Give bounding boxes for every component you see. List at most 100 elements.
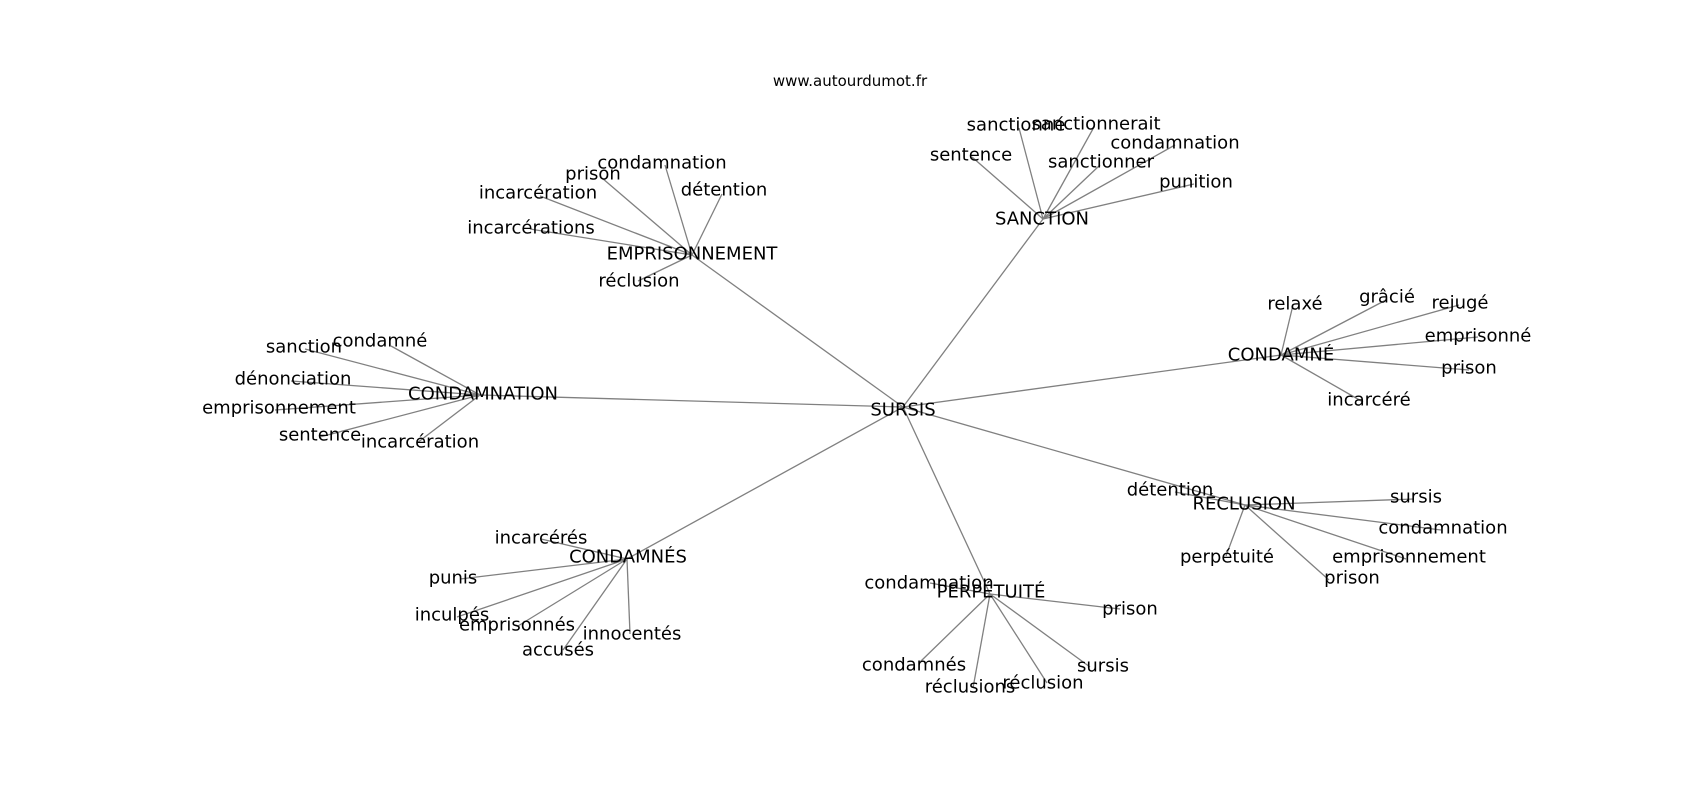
leaf-label-emprisonnement-incarcerations: incarcérations <box>467 218 595 239</box>
hub-label-condamnes: CONDAMNÉS <box>569 546 687 568</box>
leaf-label-reclusion-prison: prison <box>1324 568 1380 589</box>
edge-condamnes-incarceres <box>540 538 628 560</box>
leaf-label-perpetuite-sursis: sursis <box>1077 656 1129 677</box>
leaf-label-condamnes-accuses: accusés <box>522 640 594 661</box>
leaf-label-condamne-incarcere: incarcéré <box>1327 390 1410 411</box>
leaf-label-emprisonnement-detention: détention <box>681 180 768 201</box>
edge-condamne-emprisonne <box>1280 336 1479 356</box>
edge-perpetuite-reclusion <box>989 593 1048 684</box>
edge-condamne-prison <box>1280 354 1470 371</box>
leaf-label-sanction-sanctionnerait: sanctionnerait <box>1031 114 1160 135</box>
edge-condamnation-sanction <box>304 348 481 396</box>
edge-sanction-sanctionnerait <box>1042 126 1095 220</box>
edge-reclusion-condamnation <box>1244 504 1442 531</box>
edge-condamnes-accuses <box>562 558 628 651</box>
edge-reclusion-emprisonnement <box>1244 504 1407 560</box>
edge-root-sanction <box>902 218 1044 408</box>
leaf-label-condamnes-emprisonnes: emprisonnés <box>459 615 575 636</box>
leaf-label-condamnation-emprisonnement: emprisonnement <box>202 398 356 419</box>
leaf-label-condamnation-condamne: condamné <box>333 331 428 352</box>
edge-condamnation-sentence <box>319 394 481 438</box>
edge-condamnation-denonciation <box>290 380 481 396</box>
edge-condamnes-inculpes <box>456 558 628 618</box>
edge-sanction-punition <box>1042 183 1195 220</box>
edge-condamne-incarcere <box>1280 354 1364 403</box>
leaf-label-perpetuite-condamnes: condamnés <box>862 655 966 676</box>
leaf-label-reclusion-perpetuite: perpétuité <box>1180 547 1274 568</box>
edge-condamnation-emprisonnement <box>274 394 481 411</box>
leaf-label-reclusion-emprisonnement: emprisonnement <box>1332 547 1486 568</box>
edge-condamnation-condamne <box>390 345 481 396</box>
leaf-label-condamne-gracie: grâcié <box>1359 287 1415 308</box>
leaf-label-condamnation-incarceration: incarcération <box>361 432 479 453</box>
edge-reclusion-prison <box>1244 504 1330 581</box>
edge-root-condamnation <box>479 394 904 408</box>
leaf-label-condamnation-sanction: sanction <box>266 337 342 358</box>
leaf-label-condamnes-innocentes: innocentés <box>583 624 682 645</box>
hub-label-condamnation: CONDAMNATION <box>408 384 558 405</box>
edge-root-perpetuite <box>902 406 991 595</box>
leaf-label-emprisonnement-condamnation: condamnation <box>597 153 726 174</box>
edge-sanction-sanctionne <box>1018 127 1044 220</box>
edge-root-reclusion <box>902 406 1246 506</box>
leaf-label-sanction-sanctionne: sanctionné <box>967 115 1066 136</box>
hub-label-sanction: SANCTION <box>995 209 1089 230</box>
edge-emprisonnement-prison <box>601 177 693 256</box>
leaf-label-condamnes-punis: punis <box>429 568 478 589</box>
edge-perpetuite-condamnes <box>919 593 991 663</box>
site-url-label: www.autourdumot.fr <box>772 72 928 90</box>
edge-root-condamnes <box>626 406 904 560</box>
edge-perpetuite-prison <box>989 593 1121 610</box>
leaf-label-condamnation-denonciation: dénonciation <box>235 369 352 390</box>
hub-label-emprisonnement: EMPRISONNEMENT <box>607 244 779 265</box>
edge-reclusion-perpetuite <box>1225 504 1246 557</box>
edge-condamnes-emprisonnes <box>517 558 628 627</box>
leaf-label-reclusion-sursis: sursis <box>1390 487 1442 508</box>
edge-perpetuite-sursis <box>989 593 1091 668</box>
edge-perpetuite-reclusions <box>972 593 991 689</box>
hub-label-perpetuite: PERPÉTUITÉ <box>937 581 1046 603</box>
edge-emprisonnement-reclusion <box>637 254 693 282</box>
edge-sanction-condamnation <box>1042 144 1176 220</box>
edge-condamne-rejuge <box>1280 304 1460 356</box>
edge-emprisonnement-incarcerations <box>529 228 693 256</box>
leaf-label-condamne-emprisonne: emprisonné <box>1425 326 1532 347</box>
edge-root-condamne <box>902 354 1282 408</box>
edge-emprisonnement-incarceration <box>539 195 693 256</box>
edge-condamne-gracie <box>1280 299 1387 356</box>
leaf-label-sanction-condamnation: condamnation <box>1110 133 1239 154</box>
edge-condamnes-innocentes <box>626 558 631 635</box>
edge-sanction-sentence <box>971 156 1044 220</box>
leaf-label-perpetuite-reclusion: réclusion <box>1002 673 1083 694</box>
leaf-label-condamnes-inculpes: inculpés <box>415 605 490 626</box>
leaf-label-sanction-sanctionner: sanctionner <box>1048 152 1155 173</box>
leaf-label-perpetuite-reclusions: réclusions <box>925 677 1016 698</box>
edge-emprisonnement-detention <box>691 193 723 256</box>
hub-label-reclusion: RÉCLUSION <box>1192 493 1295 515</box>
edge-emprisonnement-condamnation <box>664 164 693 256</box>
leaf-label-condamne-rejuge: rejugé <box>1432 293 1489 314</box>
hub-label-condamne: CONDAMNÉ <box>1228 344 1334 366</box>
edge-root-emprisonnement <box>691 254 904 408</box>
leaf-label-reclusion-detention: détention <box>1127 480 1214 501</box>
edge-perpetuite-condamnation <box>929 582 991 595</box>
edge-reclusion-detention <box>1174 491 1246 506</box>
leaf-label-reclusion-condamnation: condamnation <box>1378 518 1507 539</box>
leaf-label-condamnes-incarceres: incarcérés <box>495 528 588 549</box>
leaf-label-emprisonnement-prison: prison <box>565 164 621 185</box>
edge-condamnes-punis <box>459 558 628 580</box>
edge-condamnation-incarceration <box>416 394 481 444</box>
leaf-label-sanction-sentence: sentence <box>930 145 1012 166</box>
leaf-label-perpetuite-condamnation: condamnation <box>864 573 993 594</box>
edge-condamne-relaxe <box>1280 304 1294 356</box>
leaf-label-emprisonnement-reclusion: réclusion <box>598 271 679 292</box>
leaf-label-condamne-relaxe: relaxé <box>1267 294 1322 315</box>
leaf-label-sanction-punition: punition <box>1159 172 1233 193</box>
edge-reclusion-sursis <box>1244 498 1415 506</box>
edge-sanction-sanctionner <box>1042 164 1101 220</box>
leaf-label-condamne-prison: prison <box>1441 358 1497 379</box>
root-label-sursis: SURSIS <box>870 400 935 421</box>
